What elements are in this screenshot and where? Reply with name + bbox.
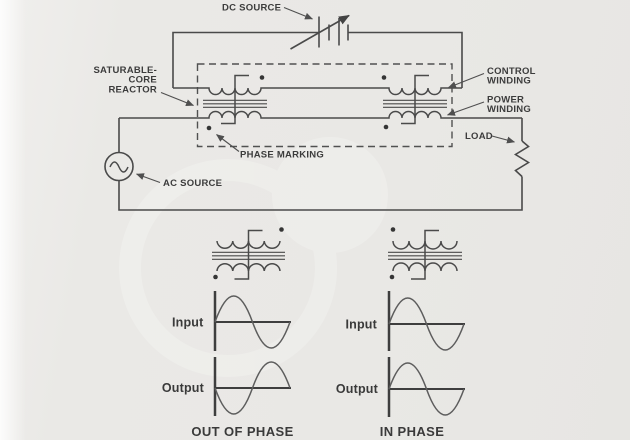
core-link-line bbox=[411, 229, 439, 280]
example-transformer-in-phase bbox=[388, 227, 462, 280]
waveform-output-right bbox=[387, 357, 465, 417]
dc-source-label: DC SOURCE bbox=[222, 3, 281, 14]
phase-example-out-of-phase: Input Output OUT OF PHASE bbox=[162, 227, 293, 439]
phase-marking-label: PHASE MARKING bbox=[240, 150, 324, 161]
power-winding-leader bbox=[447, 101, 485, 116]
example-transformer-out-of-phase bbox=[212, 227, 285, 280]
power-label-line2: WINDING bbox=[487, 104, 531, 115]
core-link-line bbox=[401, 74, 429, 125]
phase-dot bbox=[389, 274, 395, 280]
in-phase-caption: IN PHASE bbox=[380, 424, 445, 439]
ac-power-loop bbox=[104, 118, 531, 211]
watermark-ring bbox=[119, 159, 337, 377]
core-link-line bbox=[234, 229, 263, 280]
saturable-label-line3: REACTOR bbox=[108, 84, 157, 95]
waveform-input-left bbox=[213, 291, 291, 351]
output-sine-same-phase bbox=[388, 362, 465, 416]
input-label: Input bbox=[172, 316, 204, 330]
ac-loop-wire bbox=[118, 118, 523, 211]
variability-arrow bbox=[290, 14, 350, 50]
phase-dot bbox=[259, 75, 265, 80]
load-resistor-icon bbox=[513, 140, 531, 178]
saturable-leader bbox=[160, 91, 194, 107]
control-winding-label: CONTROL WINDING bbox=[448, 66, 536, 89]
page-edge-highlight bbox=[0, 0, 26, 440]
phase-dot bbox=[213, 274, 218, 280]
output-label: Output bbox=[336, 382, 379, 396]
output-label: Output bbox=[162, 381, 205, 395]
phase-dot bbox=[206, 125, 212, 131]
saturable-core-reactor-box bbox=[196, 63, 453, 148]
dc-source-leader bbox=[283, 6, 313, 20]
phase-example-in-phase: Input Output IN PHASE bbox=[336, 227, 465, 439]
ac-source-label: AC SOURCE bbox=[163, 178, 222, 189]
saturable-label-line1: SATURABLE- bbox=[93, 65, 157, 76]
power-winding-run bbox=[119, 110, 522, 119]
control-winding-leader bbox=[448, 72, 485, 89]
sine-glyph bbox=[109, 161, 129, 173]
phase-dot bbox=[279, 227, 284, 232]
power-label-line1: POWER bbox=[487, 95, 524, 106]
phase-marking-leader bbox=[216, 134, 240, 152]
control-winding-run bbox=[173, 87, 462, 96]
input-sine bbox=[388, 297, 465, 351]
transformer-left bbox=[203, 74, 267, 131]
phase-dot bbox=[390, 227, 396, 232]
watermark-blob bbox=[272, 137, 388, 253]
input-sine bbox=[214, 295, 291, 349]
transformer-right bbox=[381, 74, 447, 130]
control-label-line2: WINDING bbox=[487, 76, 531, 87]
control-label-line1: CONTROL bbox=[487, 66, 536, 77]
dc-control-loop bbox=[172, 14, 463, 88]
ac-source-icon bbox=[104, 151, 134, 182]
ac-source-leader bbox=[136, 173, 161, 184]
out-of-phase-caption: OUT OF PHASE bbox=[191, 424, 293, 439]
waveform-input-right bbox=[387, 291, 465, 351]
power-winding-label: POWER WINDING bbox=[447, 95, 531, 116]
saturable-core-reactor-label: SATURABLE- CORE REACTOR bbox=[93, 65, 194, 107]
ac-source-circle bbox=[104, 151, 134, 182]
output-sine-inverted bbox=[214, 361, 291, 415]
saturable-label-line2: CORE bbox=[129, 75, 157, 86]
dc-loop-wire bbox=[172, 31, 463, 88]
core-link-line bbox=[221, 74, 249, 125]
waveform-output-left bbox=[213, 357, 291, 416]
input-label: Input bbox=[345, 318, 377, 332]
phase-dot bbox=[381, 75, 387, 80]
watermark bbox=[119, 137, 388, 377]
phase-dot bbox=[383, 124, 389, 130]
dc-source-battery-icon bbox=[290, 14, 350, 50]
load-label: LOAD bbox=[465, 131, 493, 142]
load-leader bbox=[491, 135, 515, 144]
